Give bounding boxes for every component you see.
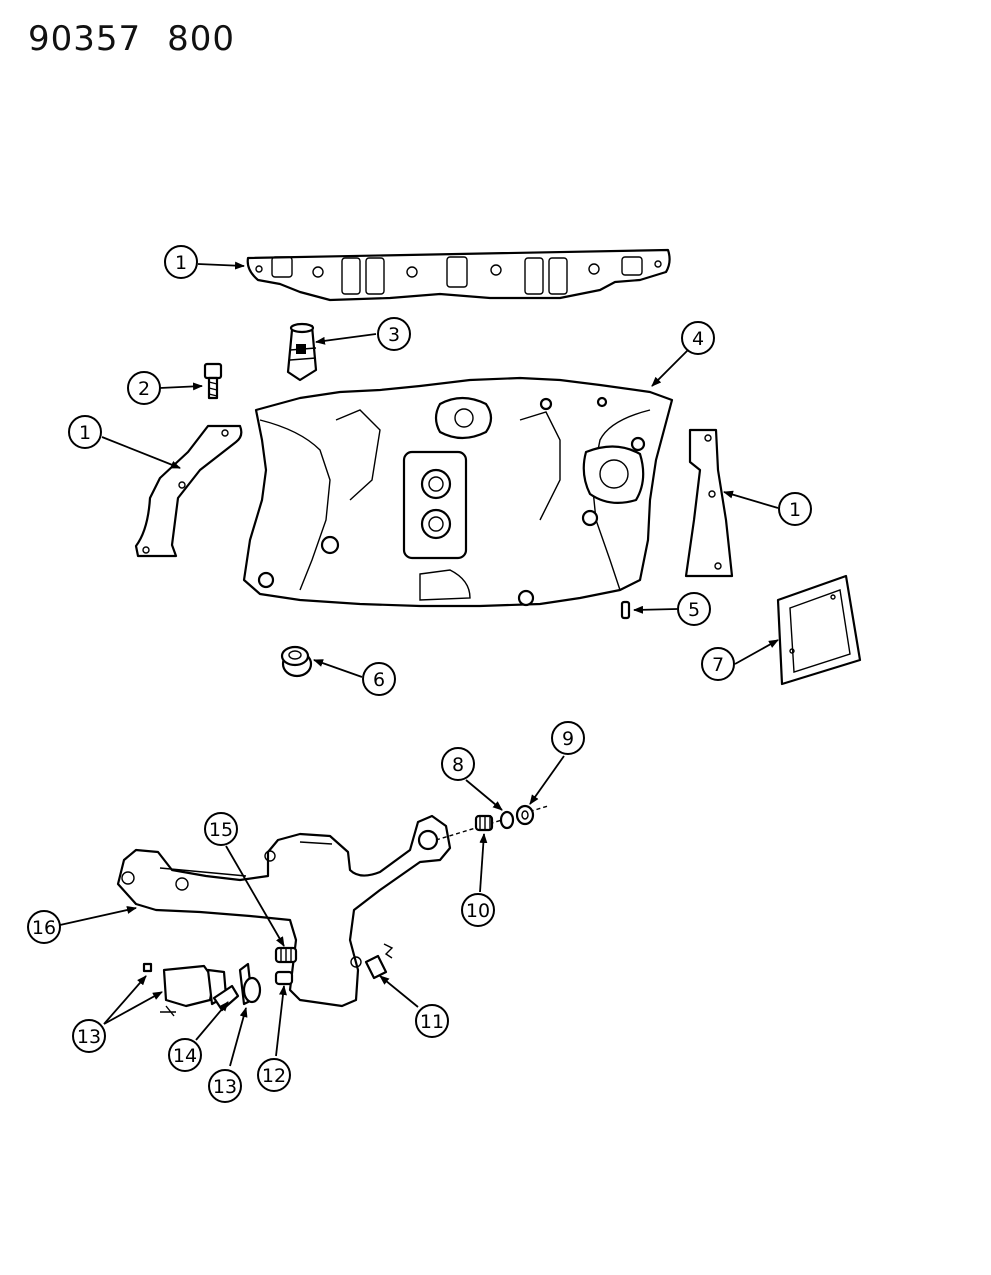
dowel-pin xyxy=(620,600,631,620)
stud-nut-washer xyxy=(435,804,549,841)
svg-text:7: 7 xyxy=(712,654,724,676)
svg-text:3: 3 xyxy=(388,324,400,346)
doc-number: 90357 xyxy=(28,19,142,59)
svg-text:14: 14 xyxy=(173,1045,197,1067)
callout-13-bottom: 13 xyxy=(208,1069,242,1103)
svg-text:2: 2 xyxy=(138,378,150,400)
callout-13-left: 13 xyxy=(72,1019,106,1053)
callout-6: 6 xyxy=(362,662,396,696)
svg-text:11: 11 xyxy=(420,1011,444,1033)
callout-2: 2 xyxy=(127,371,161,405)
intake-manifold xyxy=(242,376,674,608)
heat-valve-assembly xyxy=(142,962,262,1017)
page-code: 800 xyxy=(167,19,236,59)
intake-gasket-top xyxy=(246,248,671,302)
intake-gasket-right xyxy=(684,428,734,578)
svg-text:9: 9 xyxy=(562,728,574,750)
callout-4: 4 xyxy=(681,321,715,355)
callout-11: 11 xyxy=(415,1004,449,1038)
plug-part xyxy=(280,645,313,678)
callout-7: 7 xyxy=(701,647,735,681)
exhaust-manifold xyxy=(116,814,452,1008)
callout-12: 12 xyxy=(257,1058,291,1092)
stud-15 xyxy=(274,946,298,964)
svg-text:12: 12 xyxy=(262,1065,286,1087)
cover-gasket xyxy=(776,574,862,686)
svg-text:1: 1 xyxy=(175,252,187,274)
callout-1-right: 1 xyxy=(778,492,812,526)
callout-1-left: 1 xyxy=(68,415,102,449)
callout-15: 15 xyxy=(204,812,238,846)
stud-12 xyxy=(274,970,294,986)
svg-text:16: 16 xyxy=(32,917,56,939)
svg-text:13: 13 xyxy=(77,1026,101,1048)
leader-lines xyxy=(59,261,779,1067)
diagram-header: 90357 800 xyxy=(28,22,235,56)
intake-gasket-left xyxy=(134,424,243,558)
svg-text:10: 10 xyxy=(466,900,490,922)
bolt-part xyxy=(203,362,223,400)
svg-text:1: 1 xyxy=(789,499,801,521)
svg-text:6: 6 xyxy=(373,669,385,691)
callout-14: 14 xyxy=(168,1038,202,1072)
svg-text:4: 4 xyxy=(692,328,704,350)
callout-10: 10 xyxy=(461,893,495,927)
callout-8: 8 xyxy=(441,747,475,781)
svg-text:5: 5 xyxy=(688,599,700,621)
callout-3: 3 xyxy=(377,317,411,351)
sensor-part xyxy=(286,322,318,382)
svg-text:8: 8 xyxy=(452,754,464,776)
svg-text:15: 15 xyxy=(209,819,233,841)
callout-5: 5 xyxy=(677,592,711,626)
svg-text:13: 13 xyxy=(213,1076,237,1098)
svg-text:1: 1 xyxy=(79,422,91,444)
fitting-part xyxy=(364,943,394,980)
callout-16: 16 xyxy=(27,910,61,944)
callout-9: 9 xyxy=(551,721,585,755)
callout-1-top: 1 xyxy=(164,245,198,279)
